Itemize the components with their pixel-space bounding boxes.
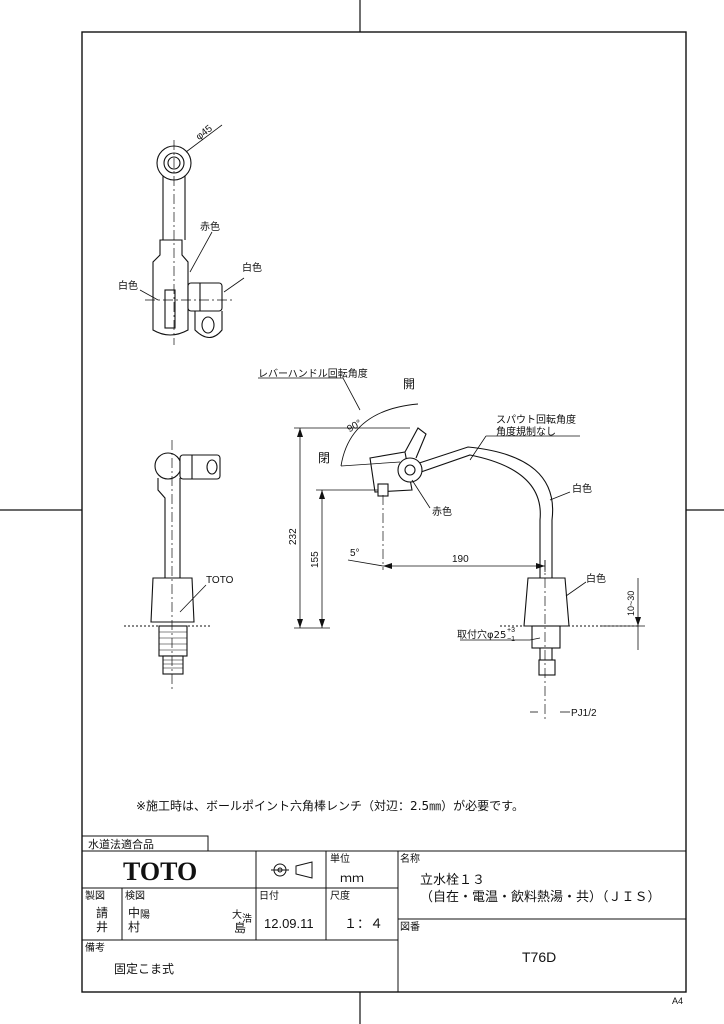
drawing-number: T76D: [522, 949, 556, 965]
dim-232: 232: [288, 528, 299, 545]
pj-label: PJ1/2: [571, 708, 597, 719]
scale-label: 尺度: [330, 889, 350, 902]
white-color-callout-right: 白色: [242, 261, 262, 274]
tolerance-minus: −1: [507, 636, 515, 643]
close-label-left: 閉: [318, 451, 330, 465]
toto-callout: TOTO: [206, 575, 234, 586]
product-name-line2: （自在・電温・飲料熱湯・共）（ＪＩＳ）: [420, 889, 661, 905]
phi45-label: φ45: [194, 123, 215, 143]
unit-value: ｍｍ: [340, 871, 364, 885]
white-color-callout-left: 白色: [118, 279, 138, 292]
dim-10-30: 10~30: [626, 591, 636, 616]
spout-angle-callout-1: スパウト回転角度: [496, 413, 576, 426]
spout-angle-callout-2: 角度規制なし: [496, 425, 556, 438]
lever-angle-callout: レバーハンドル回転角度: [258, 367, 368, 380]
dim-5-deg: 5°: [350, 548, 360, 559]
mount-hole-callout: 取付穴φ25: [457, 628, 506, 641]
unit-label: 単位: [330, 852, 350, 865]
dim-190: 190: [452, 554, 469, 565]
date-value: 12.09.11: [264, 916, 314, 931]
white-spout-callout: 白色: [572, 482, 592, 495]
compliance-label: 水道法適合品: [88, 837, 154, 851]
check-stamp-3: 浩: [242, 913, 252, 925]
angle-90-label: 90°: [345, 418, 364, 435]
check-stamp-1: 陽: [140, 909, 150, 921]
open-label-top: 開: [403, 377, 415, 391]
drafter-initial-2: 井: [96, 920, 108, 934]
check-stamp-4: 島: [234, 920, 246, 935]
remarks-label: 備考: [85, 941, 105, 954]
checker-initial-1: 中: [128, 905, 140, 920]
dim-155: 155: [310, 551, 321, 568]
brand-logo: TOTO: [123, 857, 197, 886]
dimension-lines: [294, 427, 645, 713]
tolerance-plus: +3: [507, 627, 515, 634]
product-name-line1: 立水栓１３: [420, 873, 485, 888]
front-view: [258, 377, 640, 720]
side-view: [124, 440, 221, 690]
title-block: [81, 835, 686, 992]
red-color-callout-front: 赤色: [432, 505, 452, 518]
check-stamp-2: 大: [232, 908, 242, 921]
checked-label: 検図: [125, 889, 145, 902]
date-label: 日付: [259, 889, 279, 902]
name-label: 名称: [400, 852, 420, 865]
drafter-initial-1: 請: [96, 906, 108, 920]
installation-note: ※施工時は、ボールポイント六角棒レンチ（対辺：2.5㎜）が必要です。: [136, 798, 524, 813]
projection-symbol: [271, 861, 313, 879]
drafted-label: 製図: [85, 889, 105, 902]
white-base-callout: 白色: [586, 572, 606, 585]
paper-size-label: A4: [672, 996, 683, 1006]
red-color-callout: 赤色: [200, 220, 220, 233]
drawing-border: [81, 31, 687, 993]
top-view: [139, 124, 245, 345]
drawing-number-label: 図番: [400, 921, 420, 933]
remarks-value: 固定こま式: [114, 961, 174, 976]
scale-value: １：４: [344, 917, 383, 932]
dimension-arrows: [297, 428, 641, 628]
checker-initial-2: 村: [128, 920, 140, 934]
